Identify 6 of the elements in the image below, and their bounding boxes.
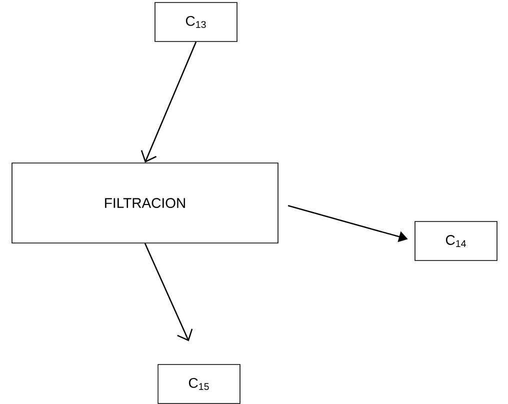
arrow — [140, 42, 197, 163]
process-box: C$_{14}$ — [414, 221, 498, 261]
process-box: FILTRACION — [12, 162, 278, 244]
process-box: C$_{13}$ — [154, 2, 238, 42]
arrow — [144, 243, 193, 342]
process-box: C$_{15}$ — [158, 364, 240, 404]
